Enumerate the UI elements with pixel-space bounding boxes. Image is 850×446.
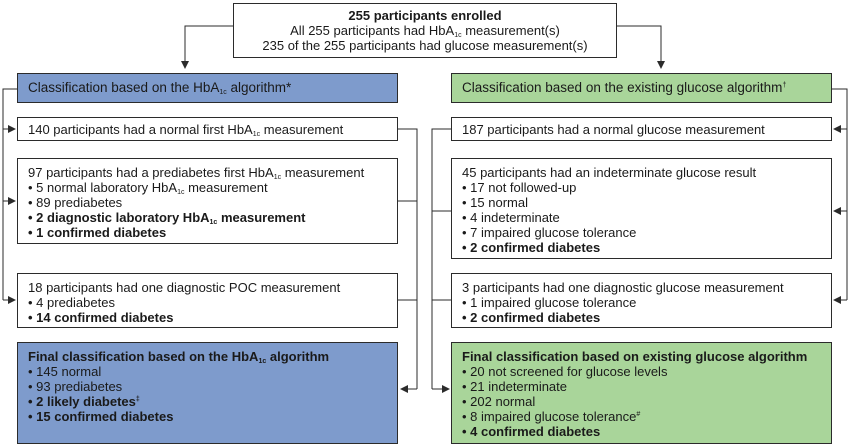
left-diagnostic-box: 18 participants had one diagnostic POC m… bbox=[17, 273, 398, 328]
left-spine bbox=[2, 88, 17, 300]
list-item: • 15 confirmed diabetes bbox=[28, 409, 174, 424]
enrolled-hba1c-line: All 255 participants had HbA1c measureme… bbox=[290, 23, 560, 39]
list-item: • 2 confirmed diabetes bbox=[462, 310, 601, 325]
right-final-box: Final classification based on existing g… bbox=[451, 342, 832, 444]
list-item: • 15 normal bbox=[462, 195, 528, 210]
list-item: • 5 normal laboratory HbA1c measurement bbox=[28, 180, 268, 196]
left-header: Classification based on the HbA1c algori… bbox=[17, 73, 398, 103]
list-item: • 1 confirmed diabetes bbox=[28, 225, 167, 240]
list-item: • 2 likely diabetes‡ bbox=[28, 394, 140, 409]
list-item: • 2 confirmed diabetes bbox=[462, 240, 601, 255]
diagnostic-intro: 3 participants had one diagnostic glucos… bbox=[462, 280, 784, 295]
list-item: • 2 diagnostic laboratory HbA1c measurem… bbox=[28, 210, 306, 226]
prediabetes-intro: 97 participants had a prediabetes first … bbox=[28, 165, 365, 181]
list-item: • 93 prediabetes bbox=[28, 379, 123, 394]
enrolled-box: 255 participants enrolled All 255 partic… bbox=[233, 3, 617, 58]
list-item: • 1 impaired glucose tolerance bbox=[462, 295, 637, 310]
indeterminate-intro: 45 participants had an indeterminate glu… bbox=[462, 165, 757, 180]
list-item: • 7 impaired glucose tolerance bbox=[462, 225, 637, 240]
list-item: • 4 confirmed diabetes bbox=[462, 424, 601, 439]
list-item: • 20 not screened for glucose levels bbox=[462, 364, 668, 379]
right-collector bbox=[431, 128, 451, 389]
right-spine bbox=[832, 88, 848, 300]
list-item: • 145 normal bbox=[28, 364, 102, 379]
right-normal-box: 187 participants had a normal glucose me… bbox=[451, 117, 832, 141]
list-item: • 4 prediabetes bbox=[28, 295, 115, 310]
list-item: • 202 normal bbox=[462, 394, 536, 409]
left-normal-box: 140 participants had a normal first HbA1… bbox=[17, 117, 398, 141]
enrolled-glucose-line: 235 of the 255 participants had glucose … bbox=[262, 38, 588, 53]
list-item: • 21 indeterminate bbox=[462, 379, 568, 394]
right-header: Classification based on the existing glu… bbox=[451, 73, 832, 103]
list-item: • 17 not followed-up bbox=[462, 180, 577, 195]
arrow-top-to-left bbox=[181, 25, 233, 69]
enrolled-title: 255 participants enrolled bbox=[348, 8, 502, 23]
diagnostic-intro: 18 participants had one diagnostic POC m… bbox=[28, 280, 341, 295]
final-title: Final classification based on existing g… bbox=[462, 349, 808, 364]
right-indeterminate-box: 45 participants had an indeterminate glu… bbox=[451, 158, 832, 259]
left-collector bbox=[398, 128, 418, 389]
left-final-box: Final classification based on the HbA1c … bbox=[17, 342, 398, 444]
right-diagnostic-box: 3 participants had one diagnostic glucos… bbox=[451, 273, 832, 328]
final-title: Final classification based on the HbA1c … bbox=[28, 349, 330, 365]
list-item: • 89 prediabetes bbox=[28, 195, 123, 210]
list-item: • 8 impaired glucose tolerance# bbox=[462, 409, 641, 424]
left-prediabetes-box: 97 participants had a prediabetes first … bbox=[17, 158, 398, 244]
list-item: • 4 indeterminate bbox=[462, 210, 560, 225]
arrow-top-to-right bbox=[617, 25, 665, 69]
list-item: • 14 confirmed diabetes bbox=[28, 310, 174, 325]
